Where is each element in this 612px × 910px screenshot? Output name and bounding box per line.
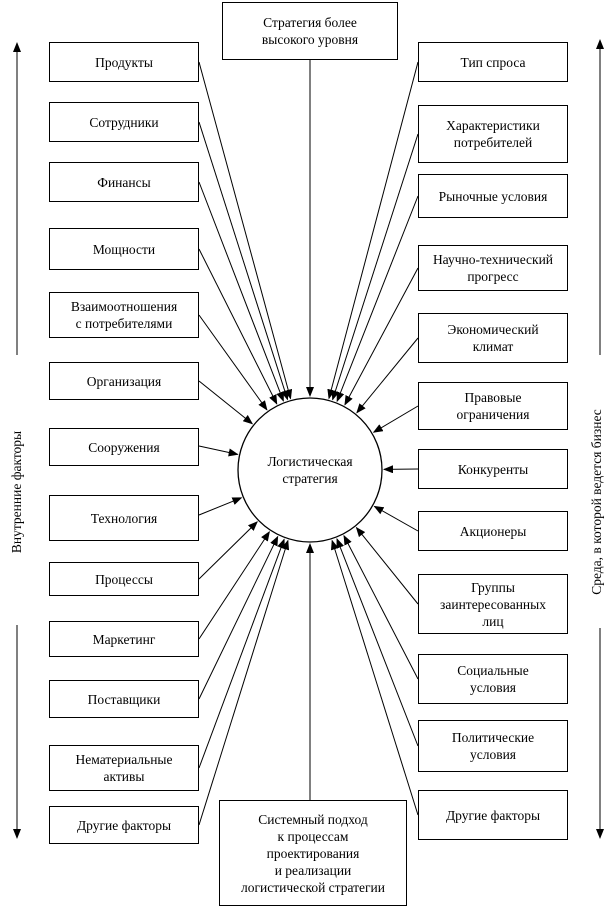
factor-legal-restrictions-box: Правовые ограничения — [418, 382, 568, 430]
factor-competitors-box: Конкуренты — [418, 449, 568, 489]
factor-political-conditions-box: Политические условия — [418, 720, 568, 772]
factor-organization-box: Организация — [49, 362, 199, 400]
center-circle — [237, 397, 383, 543]
arrow-capacities — [198, 248, 278, 405]
arrow-stakeholder-groups — [355, 526, 419, 605]
connector-group — [198, 60, 419, 826]
arrow-structures — [198, 445, 239, 457]
factor-economic-climate-box: Экономический климат — [418, 313, 568, 363]
factor-intangible-assets-box: Нематериальные активы — [49, 745, 199, 791]
side-arrow-group — [13, 39, 604, 839]
factor-other-factors-right-box: Другие факторы — [418, 790, 568, 840]
factor-demand-type-box: Тип спроса — [418, 42, 568, 82]
factor-capacities-box: Мощности — [49, 228, 199, 270]
arrow-technology — [198, 497, 243, 516]
factor-structures-box: Сооружения — [49, 428, 199, 466]
arrow-intangible-assets — [198, 538, 285, 769]
arrow-products — [198, 61, 293, 400]
factor-other-factors-left-box: Другие факторы — [49, 806, 199, 844]
arrow-demand-type — [327, 61, 419, 400]
arrow-shareholders — [373, 505, 419, 532]
arrow-organization — [198, 380, 254, 425]
factor-consumer-characteristics-box: Характеристики потребителей — [418, 105, 568, 163]
factor-technology-box: Технология — [49, 495, 199, 541]
higher-strategy-box: Стратегия более высокого уровня — [222, 2, 398, 60]
arrow-marketing — [198, 531, 270, 640]
arrow-economic-climate — [356, 337, 419, 414]
center-label: Логистическая стратегия — [267, 454, 353, 486]
factor-products-box: Продукты — [49, 42, 199, 82]
factor-processes-box: Процессы — [49, 562, 199, 596]
factor-stakeholder-groups-box: Группы заинтересованных лиц — [418, 574, 568, 634]
factor-marketing-box: Маркетинг — [49, 621, 199, 657]
arrow-finances — [198, 181, 284, 402]
factor-finances-box: Финансы — [49, 162, 199, 202]
factor-customer-relations-box: Взаимоотношения с потребителями — [49, 292, 199, 338]
arrow-legal-restrictions — [372, 405, 419, 433]
arrow-consumer-characteristics — [331, 133, 419, 401]
factor-suppliers-box: Поставщики — [49, 680, 199, 718]
arrow-employees — [198, 121, 289, 401]
arrow-suppliers — [198, 535, 279, 700]
factor-employees-box: Сотрудники — [49, 102, 199, 142]
factor-market-conditions-box: Рыночные условия — [418, 174, 568, 218]
arrow-customer-relations — [198, 314, 268, 411]
factor-technical-progress-box: Научно-технический прогресс — [418, 245, 568, 291]
arrow-technical-progress — [344, 267, 419, 406]
factor-shareholders-box: Акционеры — [418, 511, 568, 551]
arrow-social-conditions — [343, 534, 419, 680]
system-approach-box: Системный подход к процессам проектирова… — [219, 800, 407, 906]
factor-social-conditions-box: Социальные условия — [418, 654, 568, 704]
environment-label: Среда, в которой ведется бизнес — [589, 409, 604, 595]
arrow-market-conditions — [336, 195, 419, 403]
arrow-political-conditions — [336, 537, 419, 747]
arrow-processes — [198, 521, 258, 580]
internal-factors-label: Внутренние факторы — [9, 430, 24, 554]
arrow-other-factors-left — [198, 539, 290, 826]
arrow-other-factors-right — [330, 539, 419, 816]
